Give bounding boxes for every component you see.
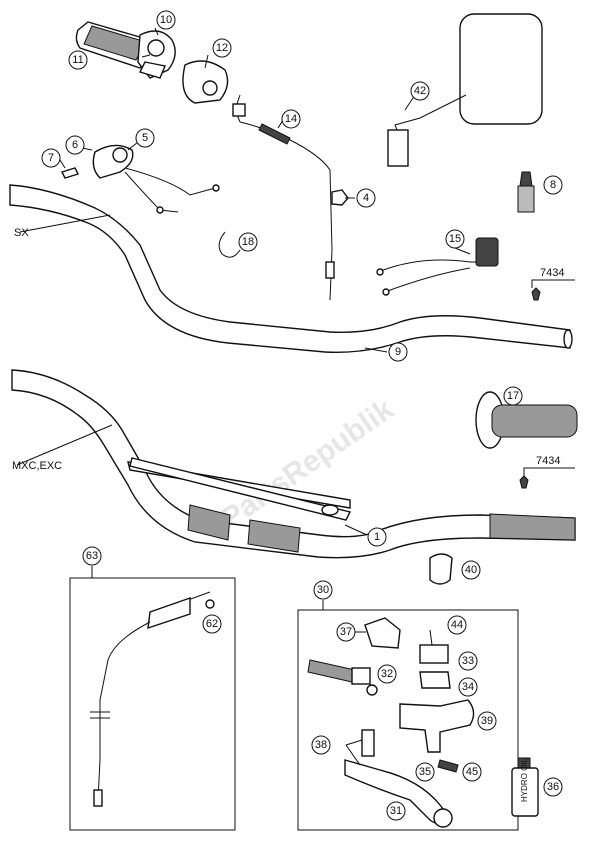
- callout-31: 31: [386, 801, 406, 821]
- callout-42: 42: [410, 81, 430, 101]
- callout-35: 35: [415, 762, 435, 782]
- svg-text:36: 36: [547, 781, 559, 793]
- callout-8: 8: [543, 175, 563, 195]
- throttle-cable: [232, 94, 335, 301]
- watermark: PartsRepublik: [215, 393, 399, 536]
- svg-text:11: 11: [72, 54, 83, 66]
- thread-lock-bottle: [517, 171, 535, 213]
- svg-text:35: 35: [419, 766, 431, 778]
- callout-32: 32: [377, 664, 397, 684]
- callout-17: 17: [503, 386, 523, 406]
- light-switch: [376, 237, 499, 296]
- svg-text:18: 18: [242, 236, 254, 248]
- clutch-assembly-box: [297, 609, 519, 831]
- callout-33: 33: [458, 651, 478, 671]
- bottle-label: HYDRO OIL: [520, 757, 529, 802]
- svg-text:38: 38: [315, 739, 327, 751]
- callout-62: 62: [202, 614, 222, 634]
- clutch-cable: [90, 591, 211, 807]
- callout-45: 45: [462, 762, 482, 782]
- svg-text:9: 9: [395, 346, 401, 358]
- label-sx: SX: [14, 227, 29, 239]
- svg-text:7: 7: [48, 152, 54, 164]
- kill-switch: [92, 144, 220, 214]
- svg-text:33: 33: [462, 655, 474, 667]
- svg-text:14: 14: [285, 113, 297, 125]
- throttle-cover: [182, 60, 229, 104]
- callout-38: 38: [311, 735, 331, 755]
- screw: [61, 167, 79, 179]
- callout-36: 36: [543, 777, 563, 797]
- handlebar-sx: [9, 184, 573, 353]
- svg-text:62: 62: [206, 618, 218, 630]
- callout-39: 39: [477, 711, 497, 731]
- callout-11: 11: [68, 50, 88, 70]
- callout-63: 63: [82, 546, 102, 566]
- svg-text:31: 31: [390, 805, 402, 817]
- callout-18: 18: [238, 232, 258, 252]
- cable-clamp: [429, 553, 453, 585]
- svg-text:5: 5: [142, 132, 148, 144]
- clutch-assembly-parts: [307, 617, 475, 828]
- svg-text:37: 37: [340, 626, 352, 638]
- handlebar-mxc: [11, 369, 576, 559]
- callout-1: 1: [367, 527, 387, 547]
- code-7434-upper: 7434: [540, 267, 564, 279]
- svg-text:32: 32: [381, 668, 393, 680]
- svg-text:17: 17: [507, 390, 519, 402]
- callout-14: 14: [281, 109, 301, 129]
- callout-10: 10: [156, 10, 176, 30]
- code-7434-lower: 7434: [536, 455, 560, 467]
- label-mxc-exc: MXC,EXC: [12, 460, 62, 472]
- callout-9: 9: [388, 342, 408, 362]
- callout-44: 44: [447, 615, 467, 635]
- svg-text:12: 12: [216, 42, 228, 54]
- callout-5: 5: [135, 128, 155, 148]
- left-grip: [475, 391, 578, 449]
- cable-clip: [218, 231, 241, 258]
- svg-text:45: 45: [466, 766, 478, 778]
- valve-lower: [519, 475, 529, 489]
- callout-37: 37: [336, 622, 356, 642]
- callout-30: 30: [313, 580, 333, 600]
- svg-text:39: 39: [481, 715, 493, 727]
- callout-7: 7: [41, 148, 61, 168]
- svg-text:8: 8: [550, 179, 556, 191]
- svg-text:30: 30: [317, 584, 329, 596]
- throttle-grip: [75, 21, 176, 79]
- svg-text:40: 40: [465, 564, 477, 576]
- callout-12: 12: [212, 38, 232, 58]
- svg-text:34: 34: [462, 681, 474, 693]
- svg-text:10: 10: [160, 14, 172, 26]
- svg-text:4: 4: [363, 192, 369, 204]
- callout-40: 40: [461, 560, 481, 580]
- callout-4: 4: [356, 188, 376, 208]
- svg-text:44: 44: [451, 619, 463, 631]
- leader-lines: [16, 27, 575, 766]
- svg-text:1: 1: [374, 531, 380, 543]
- svg-text:6: 6: [72, 139, 78, 151]
- svg-text:42: 42: [414, 85, 426, 97]
- nut: [331, 189, 349, 206]
- callout-34: 34: [458, 677, 478, 697]
- mirror: [387, 13, 543, 167]
- callout-15: 15: [445, 229, 465, 249]
- cable-end-nut: [205, 599, 215, 609]
- valve-upper: [531, 287, 541, 301]
- cable-kit-box: [69, 577, 236, 831]
- hydraulic-oil-bottle: HYDRO OIL: [511, 757, 539, 817]
- svg-text:15: 15: [449, 233, 461, 245]
- callout-6: 6: [65, 135, 85, 155]
- svg-text:63: 63: [86, 550, 98, 562]
